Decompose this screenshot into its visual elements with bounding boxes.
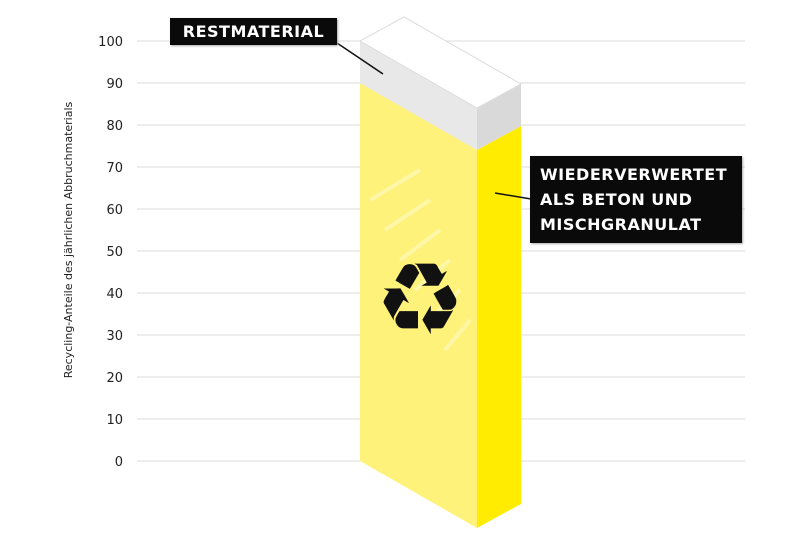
y-tick-label: 80 — [106, 119, 123, 134]
y-tick-label: 10 — [106, 413, 123, 428]
y-tick-label: 40 — [106, 287, 123, 302]
bar-texture — [368, 168, 422, 202]
y-tick-label: 60 — [106, 203, 123, 218]
bar-segment-front — [360, 41, 477, 150]
bar-top-face — [358, 16, 523, 109]
recycle-icon: ♻ — [375, 244, 465, 356]
bar-texture — [413, 258, 452, 292]
bar-texture — [383, 198, 432, 232]
recycled-label-line: WIEDERVERWERTET — [540, 165, 728, 184]
recycled-label: WIEDERVERWERTET ALS BETON UND MISCHGRANU… — [530, 156, 742, 243]
bar-texture — [443, 318, 472, 352]
y-tick-label: 20 — [106, 371, 123, 386]
y-tick-label: 90 — [106, 77, 123, 92]
bar-texture — [398, 228, 442, 262]
bar-texture — [428, 288, 462, 322]
y-tick-label: 70 — [106, 161, 123, 176]
y-tick-label: 50 — [106, 245, 123, 260]
y-tick-label: 100 — [98, 35, 123, 50]
restmaterial-leader-line — [336, 42, 384, 75]
recycled-label-line: ALS BETON UND — [540, 190, 693, 209]
bar-segment-side — [477, 126, 521, 528]
y-tick-label: 30 — [106, 329, 123, 344]
bar-segment-front — [360, 83, 477, 528]
y-axis-label: Recycling-Anteile des jährlichen Abbruch… — [62, 101, 75, 378]
restmaterial-label: RESTMATERIAL — [170, 18, 337, 45]
recycled-label-line: MISCHGRANULAT — [540, 215, 702, 234]
y-tick-label: 0 — [115, 455, 123, 470]
recycled-leader-line — [494, 192, 532, 200]
bar-segment-side — [477, 84, 521, 150]
